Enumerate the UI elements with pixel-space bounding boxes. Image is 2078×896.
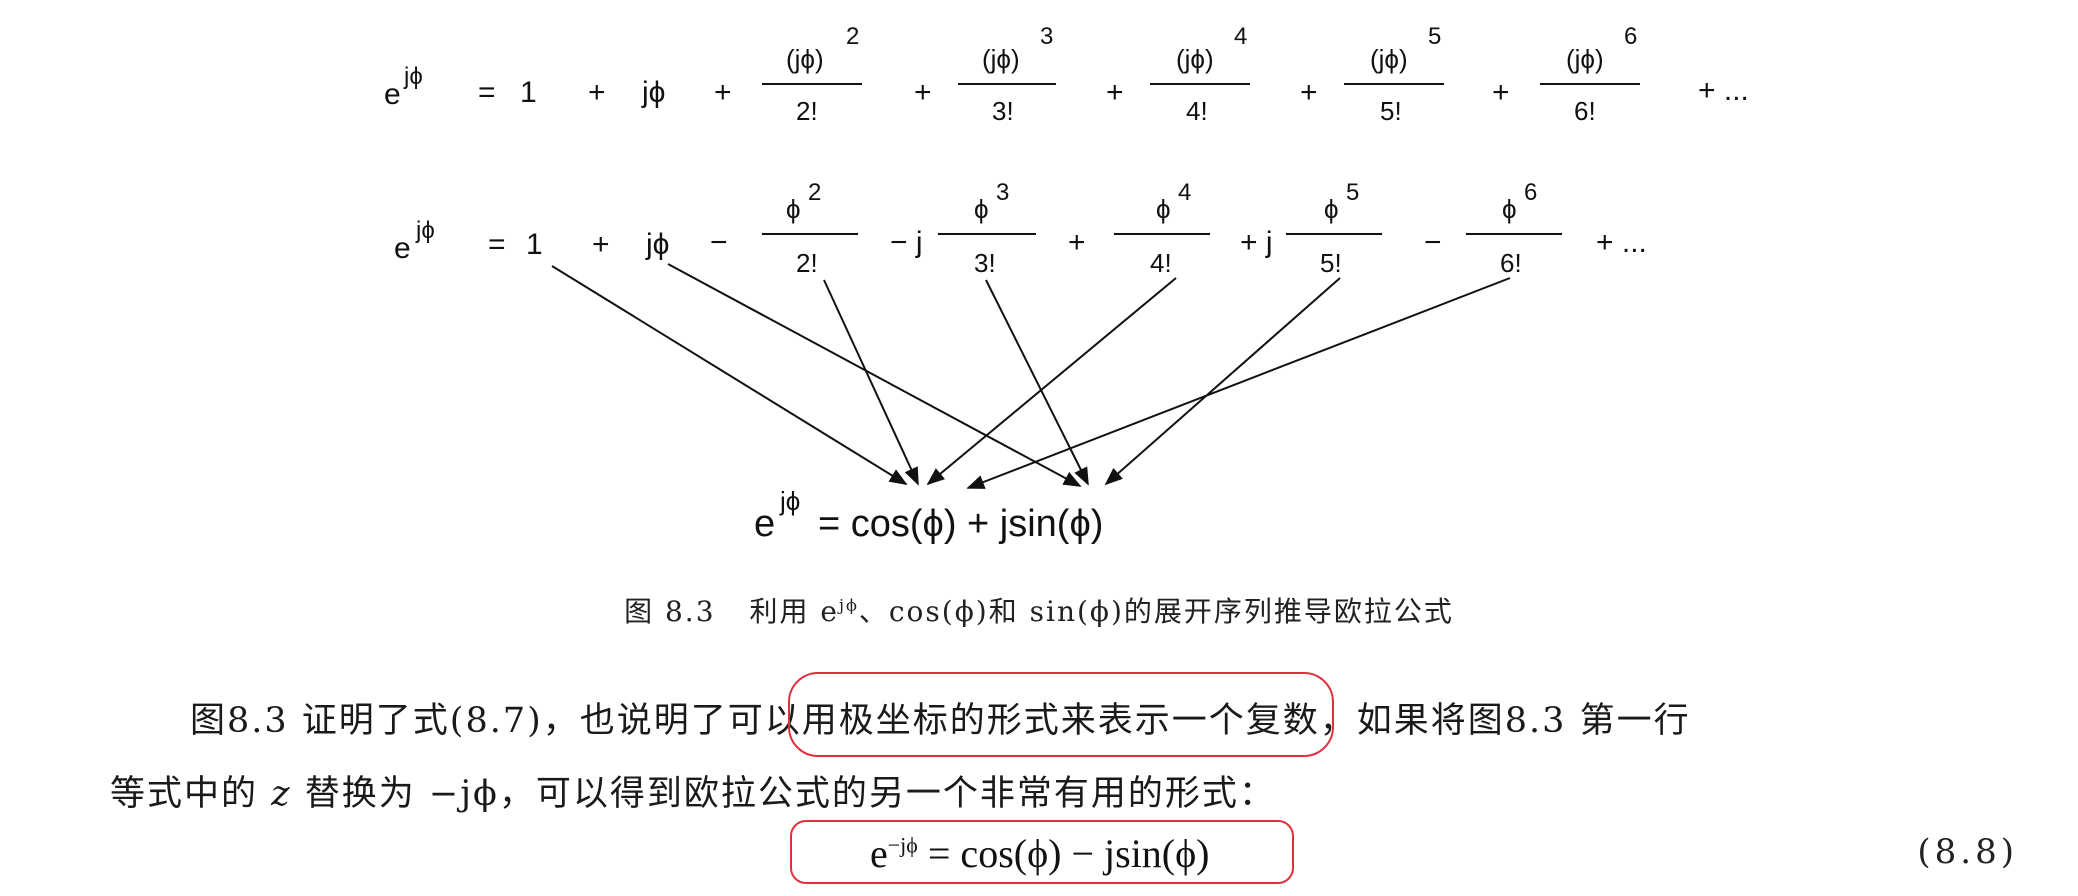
result-rhs: = cos(ϕ) + jsin(ϕ) — [818, 503, 1103, 545]
caption-text-b: 、cos(ϕ)和 sin(ϕ)的展开序列推导欧拉公式 — [858, 595, 1454, 628]
row2-term3-den: 3! — [974, 248, 996, 278]
row1-plus-4: + — [1106, 76, 1124, 109]
row1-term3-pow: 3 — [1040, 23, 1053, 50]
result-lhs-base: e — [754, 503, 775, 545]
eq88-base: e — [870, 831, 888, 876]
caption-text-a: 利用 e — [749, 595, 839, 628]
row2-term4-sign: + — [1068, 226, 1086, 259]
series-row-1: e jϕ = 1 + jϕ + (jϕ) 2 2! + (jϕ) 3 3! + … — [384, 23, 1749, 126]
figure-caption: 图 8.3 利用 ejϕ、cos(ϕ)和 sin(ϕ)的展开序列推导欧拉公式 — [0, 590, 2078, 630]
row2-term3-pow: 3 — [996, 179, 1009, 206]
euler-formula-result: e jϕ = cos(ϕ) + jsin(ϕ) — [754, 486, 1103, 545]
arrow-phi2-to-cos — [823, 279, 919, 486]
row1-term5-num: (jϕ) — [1370, 44, 1408, 74]
row1-term4-pow: 4 — [1234, 23, 1247, 50]
row1-tail: + ... — [1698, 74, 1749, 107]
row2-term6-den: 6! — [1500, 248, 1522, 278]
arrow-phi6-to-cos — [966, 277, 1511, 489]
row1-term2-den: 2! — [796, 96, 818, 126]
row2-term6-num: ϕ — [1502, 194, 1517, 224]
eq88-rhs: = cos(ϕ) − jsin(ϕ) — [917, 831, 1210, 876]
row2-term4-den: 4! — [1150, 248, 1172, 278]
arrow-phi5-to-jsin — [1104, 277, 1341, 486]
arrow-phi4-to-cos — [926, 277, 1177, 486]
row2-term2-num: ϕ — [786, 194, 801, 224]
row1-equals: = — [478, 76, 496, 109]
row1-term6-pow: 6 — [1624, 23, 1637, 50]
row1-term4-num: (jϕ) — [1176, 44, 1214, 74]
series-row-2: e jϕ = 1 + jϕ − ϕ 2 2! − j ϕ 3 3! + ϕ 4 … — [394, 179, 1647, 278]
result-lhs-exp: jϕ — [779, 486, 800, 516]
paragraph-line-2: 等式中的 z 替换为 −jϕ，可以得到欧拉公式的另一个非常有用的形式： — [110, 765, 2020, 816]
row2-term2-sign: − — [710, 226, 728, 259]
equation-8-8: e−jϕ = cos(ϕ) − jsin(ϕ) — [870, 830, 1210, 877]
row1-term3-den: 3! — [992, 96, 1014, 126]
para-line1-highlight: 用极坐标的形式来表示一个复数 — [787, 672, 1334, 757]
row1-jphi: jϕ — [641, 76, 665, 109]
row2-term5-num: ϕ — [1324, 194, 1339, 224]
row2-term2-pow: 2 — [808, 179, 821, 206]
row2-term4-num: ϕ — [1156, 194, 1171, 224]
row1-lhs-base: e — [384, 78, 401, 111]
para-line2-a: 等式中的 — [110, 774, 259, 814]
para-line2-b: 替换为 −jϕ，可以得到欧拉公式的另一个非常有用的形式： — [304, 774, 1276, 814]
row2-term3-sign: − j — [890, 226, 923, 259]
caption-label: 图 8.3 — [624, 595, 716, 628]
row2-term2-den: 2! — [796, 248, 818, 278]
row2-term5-sign: + j — [1240, 226, 1273, 259]
row2-equals: = — [488, 228, 506, 261]
equation-number: (8.8) — [1917, 832, 2018, 872]
row2-lhs-exp: jϕ — [415, 217, 435, 244]
row2-lhs-base: e — [394, 232, 411, 265]
row2-jphi: jϕ — [645, 228, 669, 261]
equation-8-8-annotation — [790, 820, 1294, 884]
para-line2-z: z — [271, 774, 292, 814]
row1-plus-5: + — [1300, 76, 1318, 109]
row1-term2-pow: 2 — [846, 23, 859, 50]
row2-one: 1 — [526, 228, 543, 261]
row1-plus-6: + — [1492, 76, 1510, 109]
row1-term3-num: (jϕ) — [982, 44, 1020, 74]
row1-term5-pow: 5 — [1428, 23, 1441, 50]
row2-term3-num: ϕ — [974, 194, 989, 224]
row1-plus-3: + — [914, 76, 932, 109]
row2-term6-pow: 6 — [1524, 179, 1537, 206]
row2-tail: + ... — [1596, 226, 1647, 259]
row1-term4-den: 4! — [1186, 96, 1208, 126]
row1-plus: + — [588, 76, 606, 109]
row2-term5-den: 5! — [1320, 248, 1342, 278]
eq88-exp: −jϕ — [887, 832, 918, 858]
paragraph-line-1: 图8.3 证明了式(8.7)，也说明了可以用极坐标的形式来表示一个复数，如果将图… — [190, 672, 2078, 757]
row1-term5-den: 5! — [1380, 96, 1402, 126]
row2-plus: + — [592, 228, 610, 261]
row1-term6-den: 6! — [1574, 96, 1596, 126]
row2-term4-pow: 4 — [1178, 179, 1191, 206]
arrow-phi3-to-jsin — [985, 279, 1089, 486]
row1-term6-num: (jϕ) — [1566, 44, 1604, 74]
para-line1-b: ，如果将图8.3 第一行 — [1319, 701, 1691, 741]
arrow-1-to-cos — [551, 265, 908, 485]
row1-plus-2: + — [714, 76, 732, 109]
row1-term2-num: (jϕ) — [786, 44, 824, 74]
mapping-arrows — [551, 263, 1511, 489]
row2-term5-pow: 5 — [1346, 179, 1359, 206]
para-line1-a: 图8.3 证明了式(8.7)，也说明了可以 — [190, 701, 802, 741]
row2-term6-sign: − — [1424, 226, 1442, 259]
row1-lhs-exp: jϕ — [403, 63, 423, 90]
arrow-jphi-to-jsin — [667, 263, 1082, 487]
row1-one: 1 — [520, 76, 537, 109]
caption-text-sup: jϕ — [839, 595, 859, 615]
